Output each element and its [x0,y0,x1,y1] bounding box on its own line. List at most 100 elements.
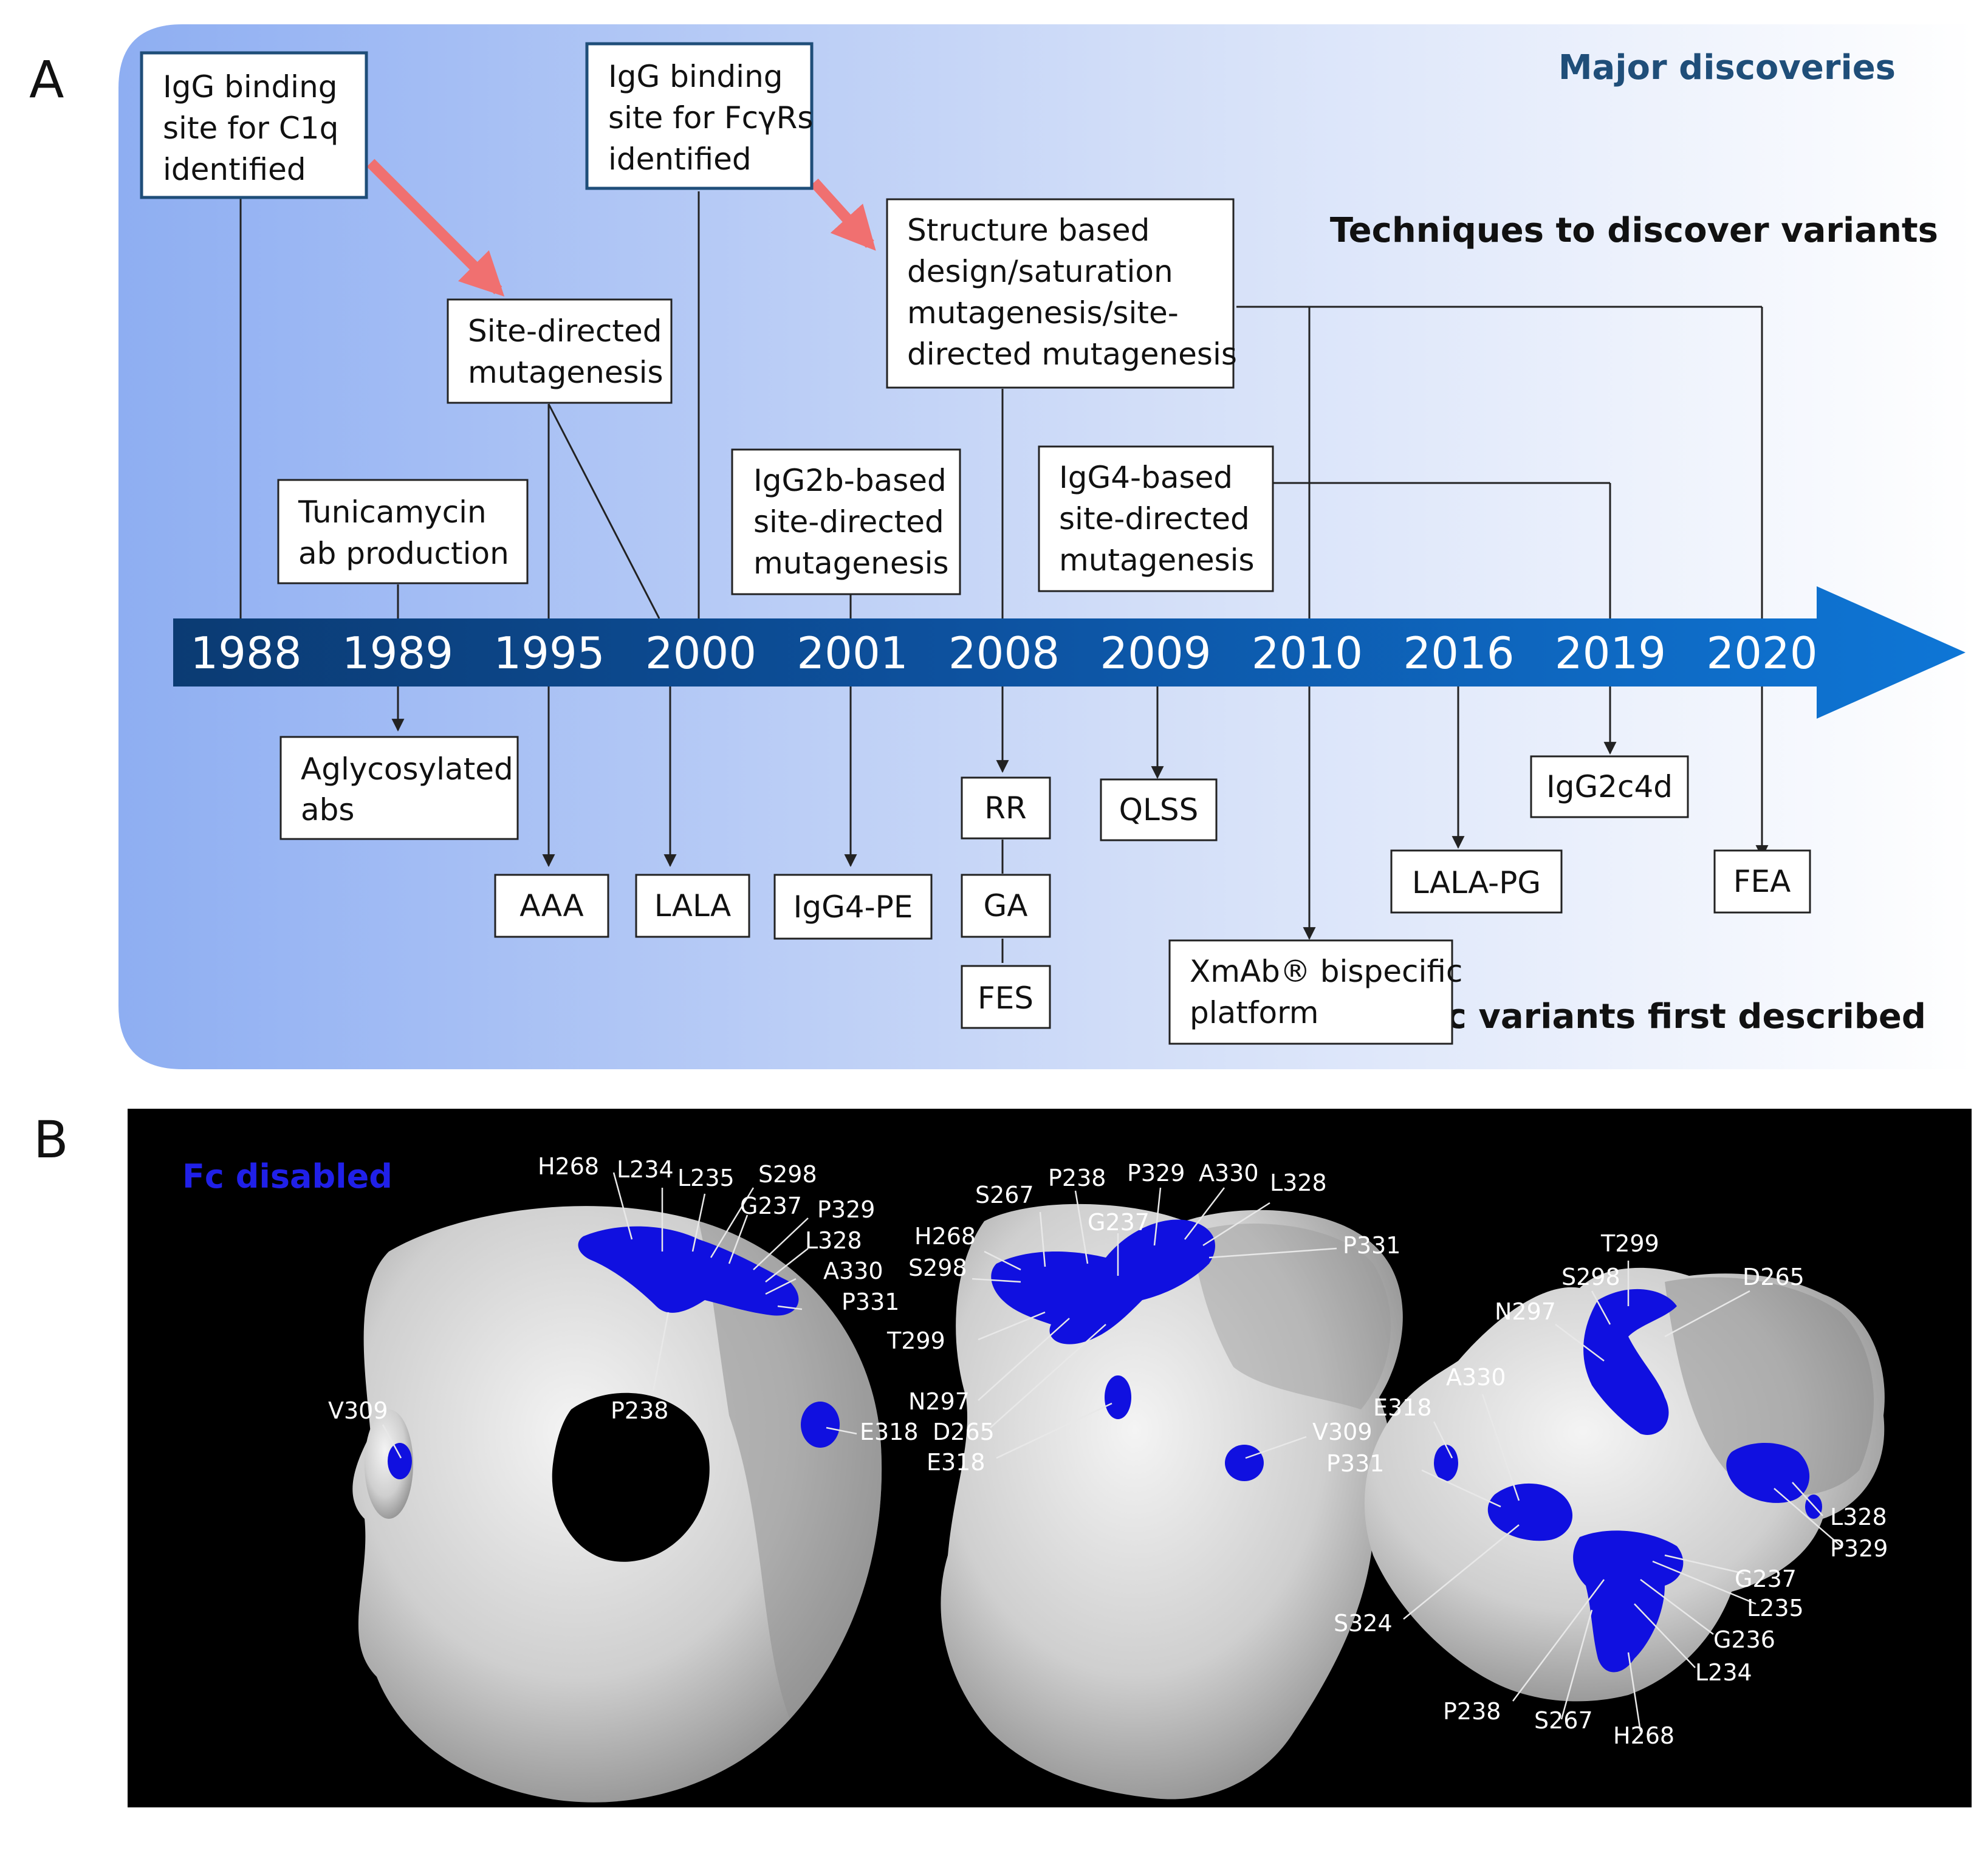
year-label-2000: 2000 [645,628,756,679]
year-label-1989: 1989 [342,628,453,679]
residue-label: L234 [617,1156,674,1183]
residue-label: P238 [611,1397,668,1424]
residue-labels-left: H268 L234 L235 S298 G237 P329 L328 A330 … [328,1153,919,1445]
discovery-fcyr-line-1: IgG binding [608,59,783,94]
residue-label: G237 [740,1193,802,1219]
variant-qlss-label: QLSS [1119,792,1199,827]
year-label-2008: 2008 [948,628,1060,679]
year-label-2019: 2019 [1555,628,1666,679]
residue-label: S298 [758,1161,817,1188]
residue-label: L328 [1830,1504,1887,1530]
residue-label: L235 [677,1165,735,1191]
residue-label: D265 [933,1419,995,1445]
variant-ga-label: GA [984,888,1028,923]
variant-lalapg-box: LALA-PG [1390,849,1563,914]
residue-label: G237 [1088,1209,1150,1236]
residue-leader-lines [382,1172,1842,1732]
residue-label: N297 [908,1388,970,1415]
technique-igg2b-line-3: mutagenesis [753,546,949,581]
residue-label: L328 [1270,1169,1327,1196]
year-label-2020: 2020 [1706,628,1817,679]
red-arrow-c1q [366,159,505,297]
residue-label: D265 [1743,1264,1805,1290]
year-label-2009: 2009 [1100,628,1211,679]
residue-label: L328 [805,1227,862,1254]
residue-label: N297 [1495,1298,1556,1325]
residue-label: P238 [1048,1165,1106,1191]
protein-surface-right [1364,1267,1885,1702]
variant-lalapg-label: LALA-PG [1412,865,1541,900]
discovery-c1q-box: IgG binding site for C1q identified [140,51,368,199]
discovery-fcyr-line-3: identified [608,142,752,177]
header-fc-variants: Fc variants first described [1423,997,1926,1036]
fc-disabled-legend: Fc disabled [182,1157,392,1196]
technique-site-directed-line-1: Site-directed [468,313,662,349]
protein-surface-left [352,1206,882,1803]
residue-label: E318 [927,1449,985,1476]
residue-label: H268 [1613,1722,1674,1749]
residue-label: A330 [823,1258,883,1284]
variant-qlss-box: QLSS [1100,778,1218,841]
residue-label: H268 [914,1223,976,1250]
technique-igg2b-box: IgG2b-based site-directed mutagenesis [731,448,961,595]
discovery-c1q-line-2: site for C1q [163,111,338,146]
panel-b-label: B [33,1110,69,1169]
technique-tunicamycin-box: Tunicamycin ab production [277,479,529,584]
residue-label: G237 [1735,1566,1797,1592]
technique-igg4-line-1: IgG4-based [1059,460,1233,495]
technique-igg4-line-2: site-directed [1059,501,1250,536]
variant-aglycosylated-line-2: abs [301,792,354,827]
variant-ga-box: GA [961,874,1051,938]
variant-lala-box: LALA [635,874,750,938]
technique-site-directed-box: Site-directed mutagenesis [447,298,673,404]
variant-igg2c4d-label: IgG2c4d [1546,769,1673,804]
residue-label: P331 [1343,1232,1400,1259]
residue-label: V309 [1312,1419,1373,1445]
residue-label: P329 [1830,1535,1888,1562]
residue-label: P331 [1326,1450,1384,1477]
residue-label: G236 [1713,1626,1775,1653]
residue-label: E318 [1373,1394,1432,1421]
technique-structure-box: Structure based design/saturation mutage… [886,198,1237,389]
residue-label: A330 [1446,1364,1506,1391]
residue-label: P329 [1127,1160,1185,1186]
panel-a-label: A [29,50,64,109]
variant-xmab-line-2: platform [1190,995,1318,1030]
residue-label: S267 [975,1182,1034,1208]
variant-lala-label: LALA [654,888,731,923]
red-arrow-fcyr [810,178,876,251]
discovery-fcyr-line-2: site for FcγRs [608,100,813,135]
variant-rr-label: RR [984,790,1026,826]
technique-structure-line-4: directed mutagenesis [907,337,1237,372]
variant-igg4pe-label: IgG4-PE [793,889,913,925]
year-label-1995: 1995 [493,628,605,679]
year-label-2010: 2010 [1252,628,1363,679]
variant-fea-box: FEA [1713,849,1811,914]
technique-igg4-line-3: mutagenesis [1059,543,1255,578]
residue-label: S324 [1334,1610,1393,1637]
year-label-2001: 2001 [797,628,908,679]
variant-fea-label: FEA [1733,864,1791,899]
technique-site-directed-line-2: mutagenesis [468,355,663,390]
disabled-patches-right [1434,1289,1822,1673]
residue-labels-middle: S267 P238 P329 A330 L328 G237 H268 P331 … [886,1160,1400,1476]
technique-structure-line-3: mutagenesis/site- [907,295,1179,330]
technique-structure-line-1: Structure based [907,213,1150,248]
residue-label: A330 [1199,1160,1259,1186]
residue-label: S267 [1534,1707,1593,1734]
residue-label: T299 [886,1327,945,1354]
residue-labels-right: T299 S298 D265 N297 A330 E318 P331 L328 … [1326,1230,1888,1749]
disabled-patches-left [388,1226,840,1479]
residue-label: E318 [860,1419,919,1445]
variant-xmab-box: XmAb® bispecific platform [1168,939,1462,1045]
discovery-c1q-line-3: identified [163,152,306,187]
residue-label: L235 [1747,1595,1804,1621]
residue-label: H268 [538,1153,599,1180]
disabled-patches-middle [991,1219,1264,1481]
residue-label: S298 [1561,1264,1620,1290]
variant-aglycosylated-box: Aglycosylated abs [279,736,519,840]
variant-aaa-box: AAA [494,874,609,938]
variant-rr-box: RR [961,776,1051,840]
